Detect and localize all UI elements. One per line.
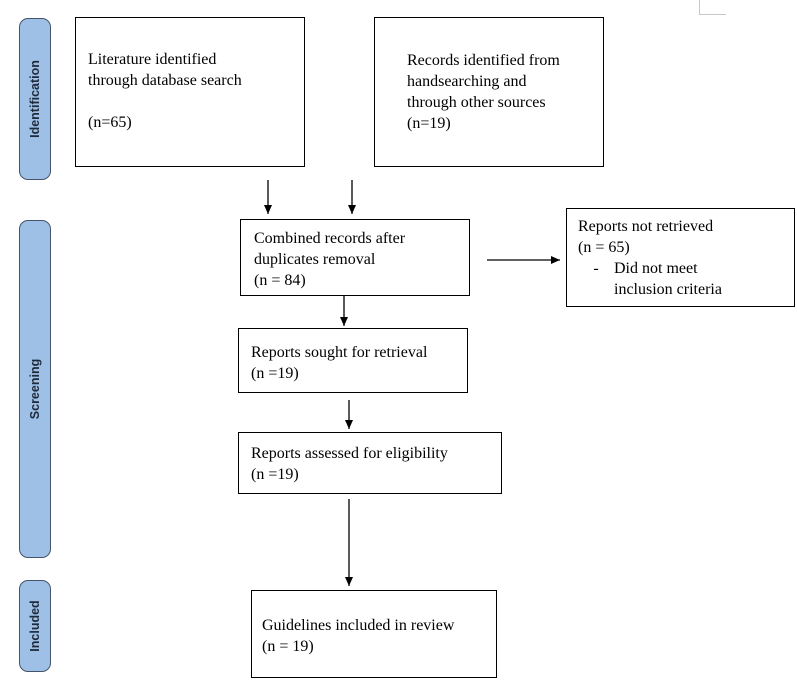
stage-identification: Identification xyxy=(19,18,51,180)
included-count: (n = 19) xyxy=(262,638,314,655)
combined-count: (n = 84) xyxy=(254,272,306,289)
assessed-line1: Reports assessed for eligibility xyxy=(251,445,448,462)
box-guidelines-included: Guidelines included in review (n = 19) xyxy=(251,590,497,678)
other-sources-line1: Records identified from xyxy=(407,52,560,69)
sought-count: (n =19) xyxy=(251,365,299,382)
database-search-line1: Literature identified xyxy=(88,51,217,68)
not-retrieved-count: (n = 65) xyxy=(578,239,630,256)
database-search-count: (n=65) xyxy=(88,114,132,131)
database-search-line2: through database search xyxy=(88,72,242,89)
combined-line2: duplicates removal xyxy=(254,251,376,268)
included-line1: Guidelines included in review xyxy=(262,617,455,634)
page-corner-mark xyxy=(699,0,726,15)
assessed-count: (n =19) xyxy=(251,466,299,483)
other-sources-line2: handsearching and xyxy=(407,73,527,90)
bullet-dash: - xyxy=(593,260,599,277)
stage-screening: Screening xyxy=(19,220,51,558)
other-sources-count: (n=19) xyxy=(407,115,451,132)
stage-included: Included xyxy=(19,580,51,672)
other-sources-line3: through other sources xyxy=(407,94,546,111)
not-retrieved-line1: Reports not retrieved xyxy=(578,218,714,235)
not-retrieved-reason-line2: inclusion criteria xyxy=(614,281,722,298)
combined-line1: Combined records after xyxy=(254,230,406,247)
box-database-search: Literature identified through database s… xyxy=(75,17,305,167)
not-retrieved-bullet: -Did not meet xyxy=(578,258,794,279)
box-reports-sought: Reports sought for retrieval (n =19) xyxy=(238,328,468,393)
box-reports-not-retrieved: Reports not retrieved (n = 65) -Did not … xyxy=(566,208,795,307)
not-retrieved-reason-line1: Did not meet xyxy=(614,260,698,277)
box-other-sources: Records identified from handsearching an… xyxy=(374,17,604,167)
box-reports-assessed: Reports assessed for eligibility (n =19) xyxy=(238,432,502,494)
box-combined-records: Combined records after duplicates remova… xyxy=(240,219,470,296)
sought-line1: Reports sought for retrieval xyxy=(251,344,428,361)
